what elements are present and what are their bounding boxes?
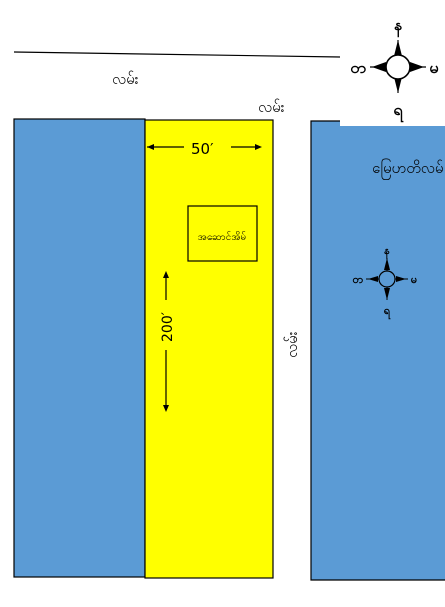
plot-length-dimension	[163, 271, 169, 412]
road-label-right-top: လမ်း	[258, 98, 285, 116]
small-compass-east-label: မ	[411, 273, 417, 286]
compass-rose-small-icon	[366, 258, 408, 300]
plot-length-label: 200′	[160, 312, 176, 342]
neighbor-right-label: မြေဟတိလမ်	[372, 158, 443, 180]
neighbor-plot-right	[310, 120, 445, 581]
compass-west-label: တ	[350, 58, 367, 77]
plot-width-label: 50′	[191, 140, 214, 158]
compass-north-label: န	[394, 15, 403, 38]
subject-plot	[144, 119, 274, 579]
small-compass-west-label: တ	[353, 273, 365, 286]
plot-width-dimension	[147, 144, 262, 150]
road-label-vertical: လမ်း	[283, 331, 301, 358]
compass-south-label: ရ	[393, 100, 404, 123]
road-label-top: လမ်း	[112, 70, 139, 88]
small-compass-south-label: ရ	[384, 304, 391, 320]
compass-rose-large-icon	[370, 40, 426, 93]
road-top-line	[13, 51, 341, 58]
small-compass-north-label: န	[384, 244, 390, 260]
house-building	[187, 205, 258, 262]
neighbor-plot-left	[13, 118, 146, 578]
house-label: အဆောင်အိမ်	[198, 230, 246, 243]
compass-east-label: မ	[429, 58, 439, 77]
